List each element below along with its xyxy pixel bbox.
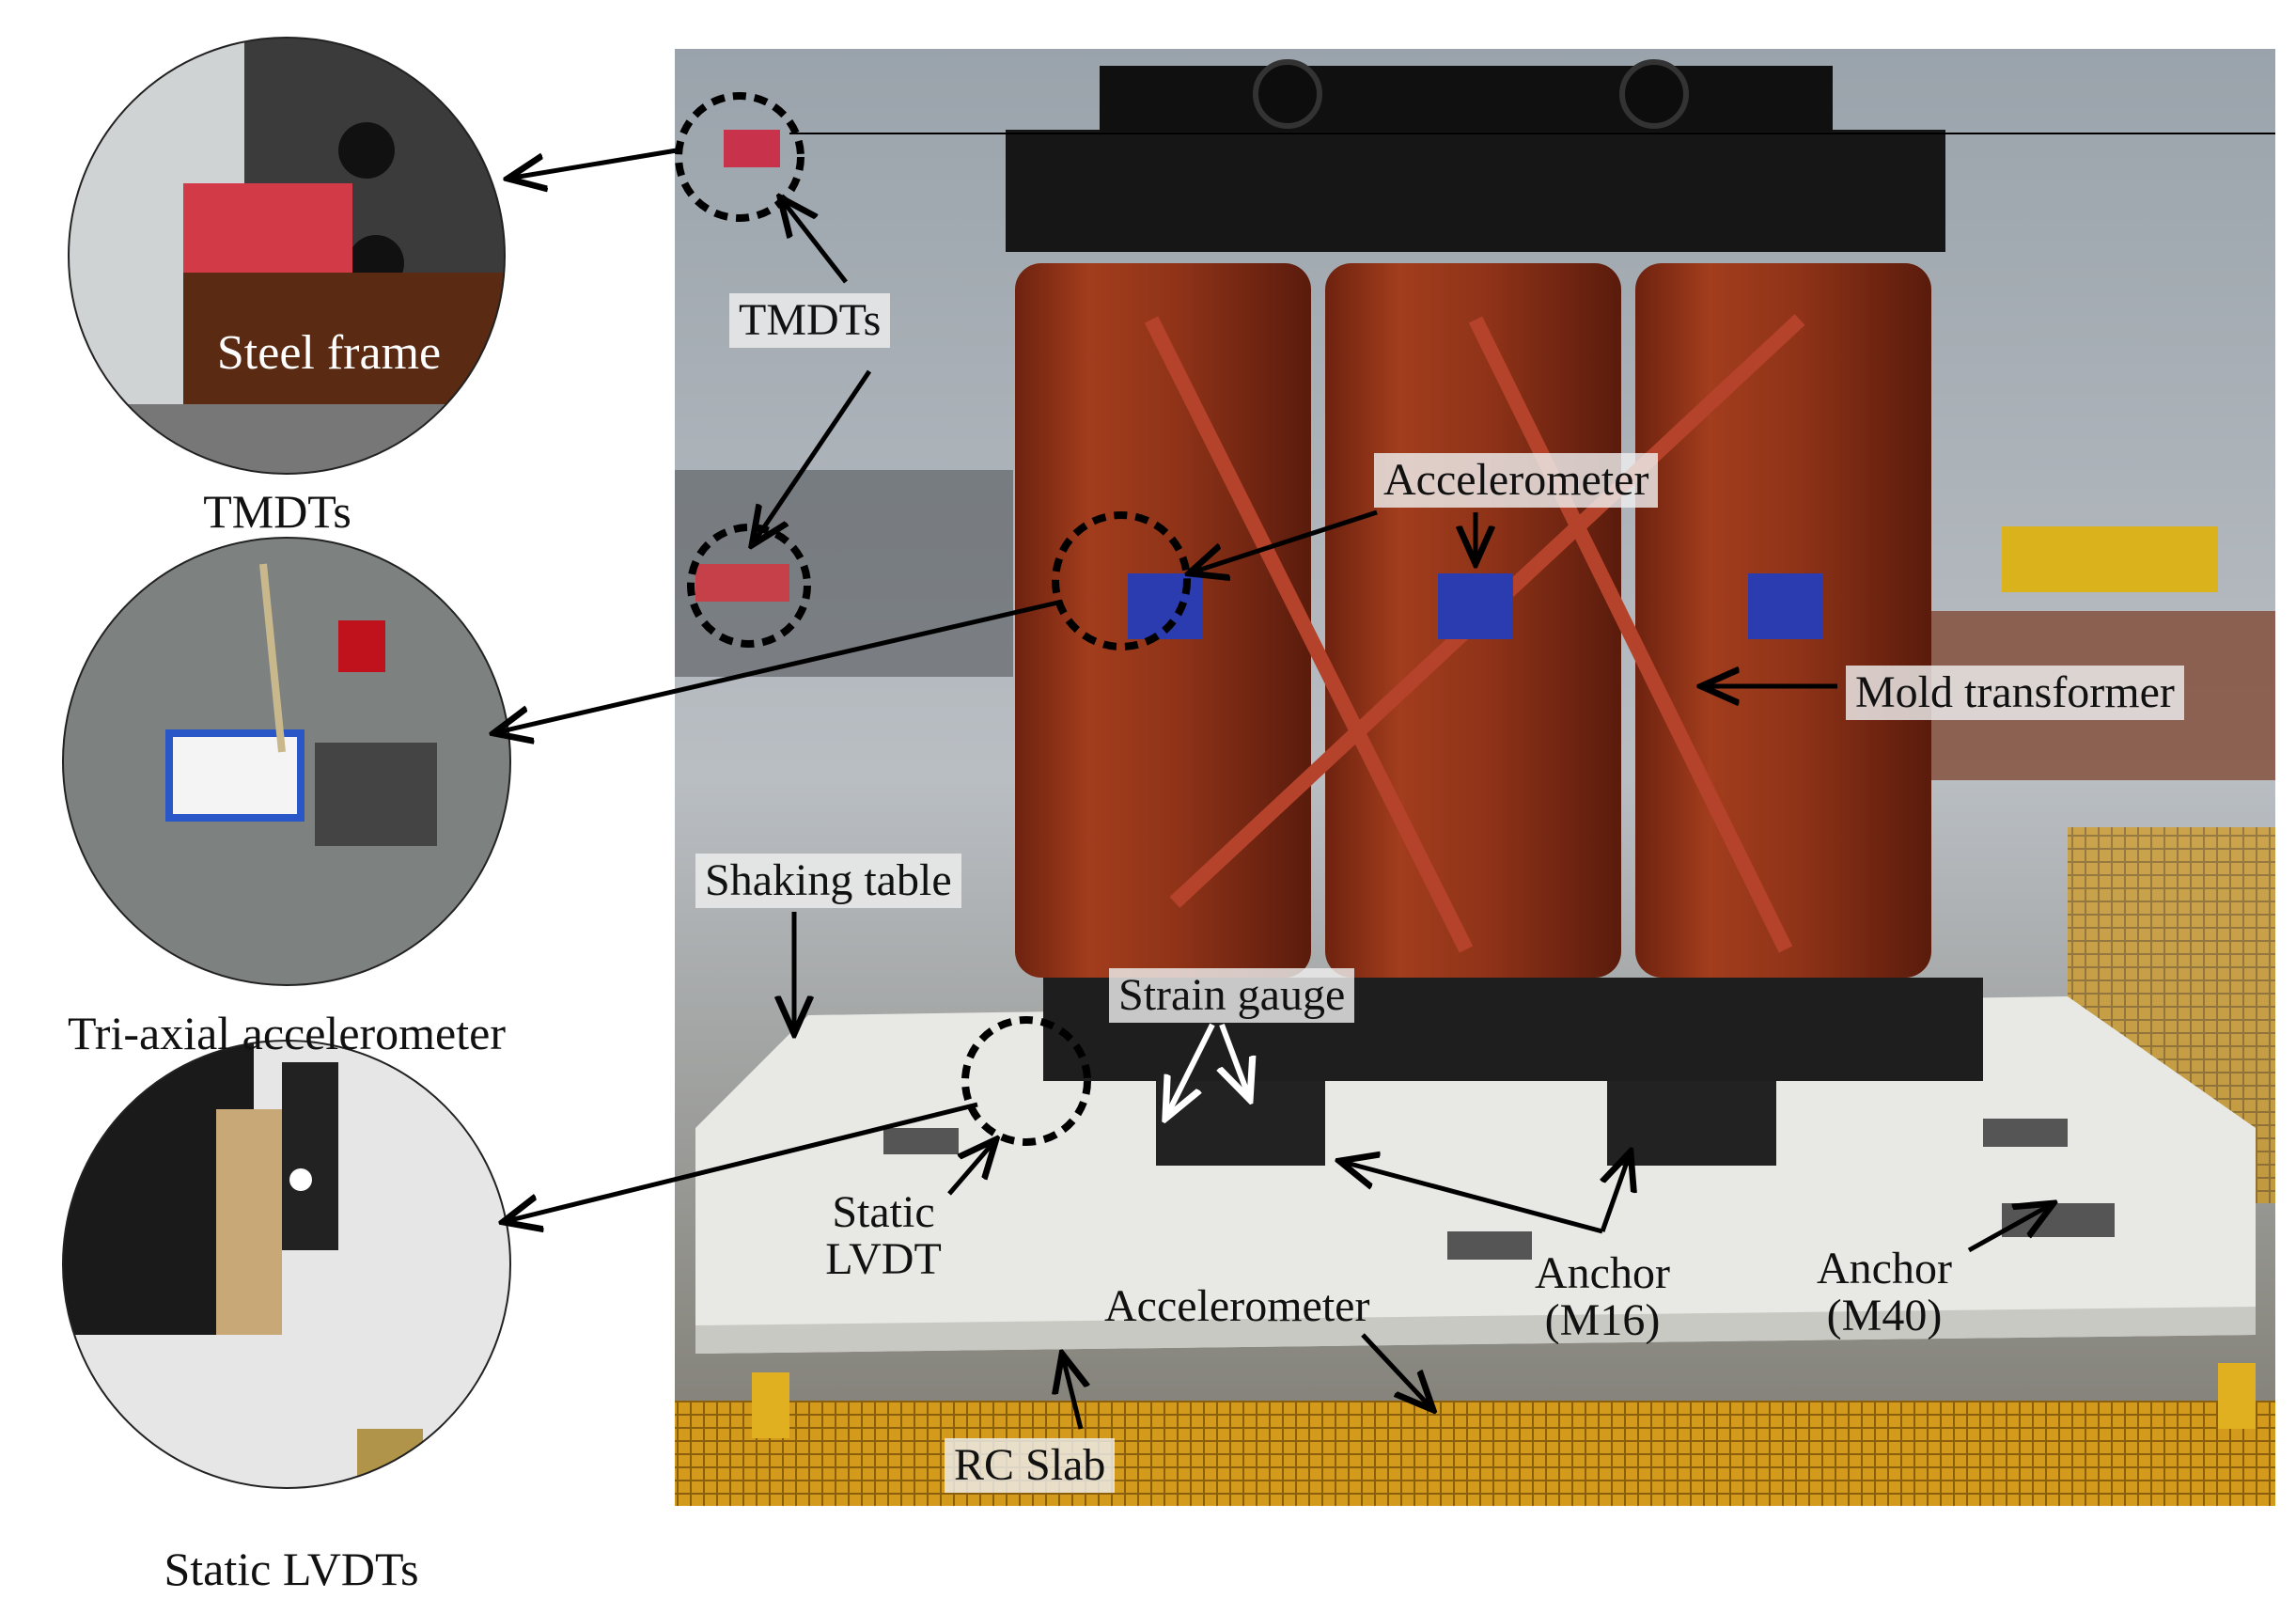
label-shaking-table: Shaking table [695,854,961,909]
label-tmdts: TMDTs [729,293,891,349]
inset-lvdts [62,1040,511,1489]
arrow-tmdt-left [752,369,872,545]
marker-accelerometer [1052,511,1191,650]
arrow-static-lvdt [947,1139,996,1196]
label-static-lvdt-line2: LVDT [825,1234,942,1285]
label-anchor-m16-line1: Anchor [1535,1248,1670,1298]
arrow-accelerometer-bottom [1361,1333,1433,1410]
label-anchor-m40: Anchor (M40) [1795,1244,1974,1341]
label-mold-transformer: Mold transformer [1846,666,2184,721]
arrow-anchor-m16-b [1602,1152,1631,1232]
label-anchor-m16-line2: (M16) [1544,1295,1661,1346]
arrows [493,148,2054,1430]
arrow-anchor-m40 [1967,1203,2054,1253]
arrow-rc-slab [1062,1354,1081,1430]
top-frame [1006,130,1945,252]
label-static-lvdt: Static LVDT [808,1187,959,1285]
label-anchor-m16: Anchor (M16) [1513,1248,1692,1346]
floor-grating [675,1401,2275,1506]
caption-static-lvdts: Static LVDTs [164,1543,419,1595]
arrow-accelerometer-top [1189,509,1378,573]
arrow-anchor-m16-a [1339,1161,1603,1234]
arrow-strain-gauge-b [1222,1023,1250,1100]
inset-tmdts [68,37,506,475]
label-static-lvdt-line1: Static [832,1187,935,1237]
inset-label-steel-frame: Steel frame [217,326,441,380]
marker-lvdt [961,1016,1091,1146]
arrow-tmdt-top [780,197,848,284]
arrow-lvdt-inset [503,1102,978,1222]
marker-tmdt-left [687,524,811,648]
arrow-tmdt-inset [508,148,678,179]
arrow-accelerometer-inset [493,599,1063,733]
arrows-strain-gauge [1165,1023,1250,1119]
label-accelerometer-top: Accelerometer [1374,453,1659,509]
label-accelerometer-bottom: Accelerometer [1104,1281,1370,1331]
caption-tri-axial-accelerometer: Tri-axial accelerometer [68,1007,506,1059]
arrow-strain-gauge-a [1165,1023,1215,1119]
label-anchor-m40-line2: (M40) [1826,1291,1943,1341]
inset-accelerometer [62,537,511,986]
dashed-markers [675,92,1191,1146]
marker-tmdt-top [675,92,804,222]
main-photo [675,49,2275,1506]
caption-tmdts: TMDTs [203,485,351,538]
label-rc-slab: RC Slab [945,1438,1116,1494]
label-strain-gauge: Strain gauge [1109,968,1355,1024]
label-anchor-m40-line1: Anchor [1817,1244,1952,1293]
